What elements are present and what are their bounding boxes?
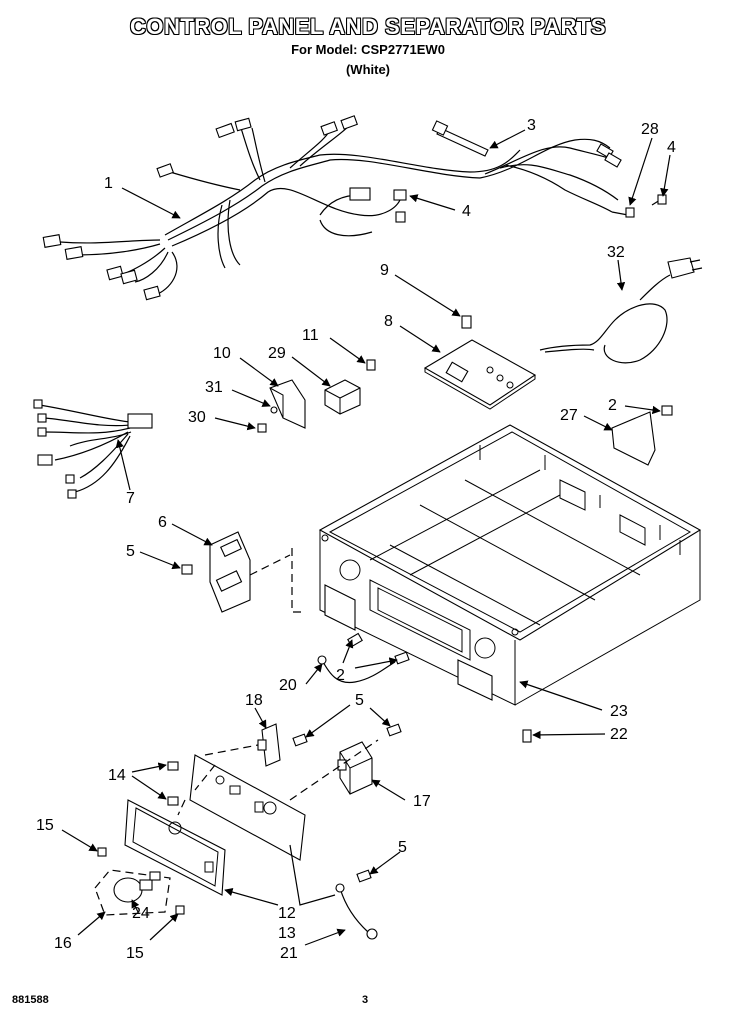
- callout-20: 20: [279, 677, 297, 694]
- callout-6: 6: [158, 514, 167, 531]
- control-board-part-8: [423, 339, 537, 410]
- callout-27: 27: [560, 407, 578, 424]
- leader-lines: [61, 129, 671, 946]
- screw-part-5-mid: [386, 723, 402, 737]
- clip-part-14-b: [167, 796, 179, 806]
- screw-part-15-a: [97, 847, 107, 857]
- bracket-part-6: [209, 531, 251, 613]
- dashed-guide-2: [249, 554, 291, 576]
- callout-labels: 1 3 28 4 4 32 9 8 11 10 29 31 30 2 27 7 …: [36, 117, 676, 962]
- nut-part-30: [257, 423, 267, 433]
- leader-12: [289, 844, 336, 906]
- callout-15-bottom: 15: [126, 945, 144, 962]
- screw-part-28: [611, 194, 667, 218]
- callout-2-mid: 2: [336, 667, 345, 684]
- screw-part-2-top: [661, 405, 673, 416]
- wire-harness-part-7: [33, 399, 153, 499]
- knob-part-16: [94, 869, 171, 916]
- screw-part-15-b: [175, 905, 185, 915]
- callout-3: 3: [527, 117, 536, 134]
- callout-10: 10: [213, 345, 231, 362]
- dashed-guide-1: [291, 548, 305, 613]
- callout-21: 21: [280, 945, 298, 962]
- page-title: CONTROL PANEL AND SEPARATOR PARTS: [129, 14, 607, 39]
- callout-31: 31: [205, 379, 223, 396]
- callout-14: 14: [108, 767, 126, 784]
- callout-32: 32: [607, 244, 625, 261]
- bracket-part-10: [269, 379, 306, 429]
- part-24: [149, 871, 161, 881]
- ground-wire-part-20: [317, 632, 410, 684]
- callout-8: 8: [384, 313, 393, 330]
- callout-22: 22: [610, 726, 628, 743]
- callout-2-top: 2: [608, 397, 617, 414]
- callout-5-bottom: 5: [398, 839, 407, 856]
- callout-11: 11: [302, 327, 319, 344]
- callout-30: 30: [188, 409, 206, 426]
- page-number: 3: [362, 994, 369, 1006]
- power-cord-part-32: [539, 257, 703, 364]
- callout-4-right: 4: [667, 139, 676, 156]
- clip-part-14-a: [167, 761, 179, 771]
- screw-part-22: [522, 729, 532, 743]
- callout-5-top: 5: [126, 543, 135, 560]
- console-panel-part-12: [189, 754, 306, 861]
- nut-part-4: [393, 189, 407, 223]
- faceplate-part-13: [124, 799, 226, 896]
- callout-18: 18: [245, 692, 263, 709]
- callout-4: 4: [462, 203, 471, 220]
- callout-13: 13: [278, 925, 296, 942]
- relay-part-29: [324, 379, 361, 415]
- switch-part-18: [257, 723, 308, 767]
- screw-part-11: [366, 359, 376, 371]
- callout-17: 17: [413, 793, 431, 810]
- callout-28: 28: [641, 121, 659, 138]
- doc-number: 881588: [12, 994, 49, 1006]
- callout-24: 24: [132, 905, 150, 922]
- ground-wire-part-21: [335, 869, 378, 940]
- color-line: (White): [345, 62, 391, 77]
- dashed-guide-6: [204, 744, 259, 756]
- model-line: For Model: CSP2771EW0: [291, 42, 445, 57]
- bracket-part-27: [611, 411, 656, 466]
- callout-9: 9: [380, 262, 389, 279]
- callout-5-mid: 5: [355, 692, 364, 709]
- callout-12: 12: [278, 905, 296, 922]
- probe-part-3: [431, 120, 489, 157]
- screw-part-5-top: [181, 564, 193, 575]
- callout-23: 23: [610, 703, 628, 720]
- dashed-guide-4: [177, 799, 186, 816]
- callout-7: 7: [126, 490, 135, 507]
- callout-15-top: 15: [36, 817, 54, 834]
- wire-harness-main: [42, 115, 622, 301]
- separator-tub-part-23: [318, 424, 702, 706]
- switch-part-17: [337, 741, 373, 795]
- screw-part-9: [461, 315, 472, 329]
- dashed-guide-5: [289, 739, 379, 801]
- callout-29: 29: [268, 345, 286, 362]
- callout-16: 16: [54, 935, 72, 952]
- dashed-guide-3: [194, 764, 216, 791]
- callout-1: 1: [104, 175, 113, 192]
- washer-part-31: [270, 406, 278, 414]
